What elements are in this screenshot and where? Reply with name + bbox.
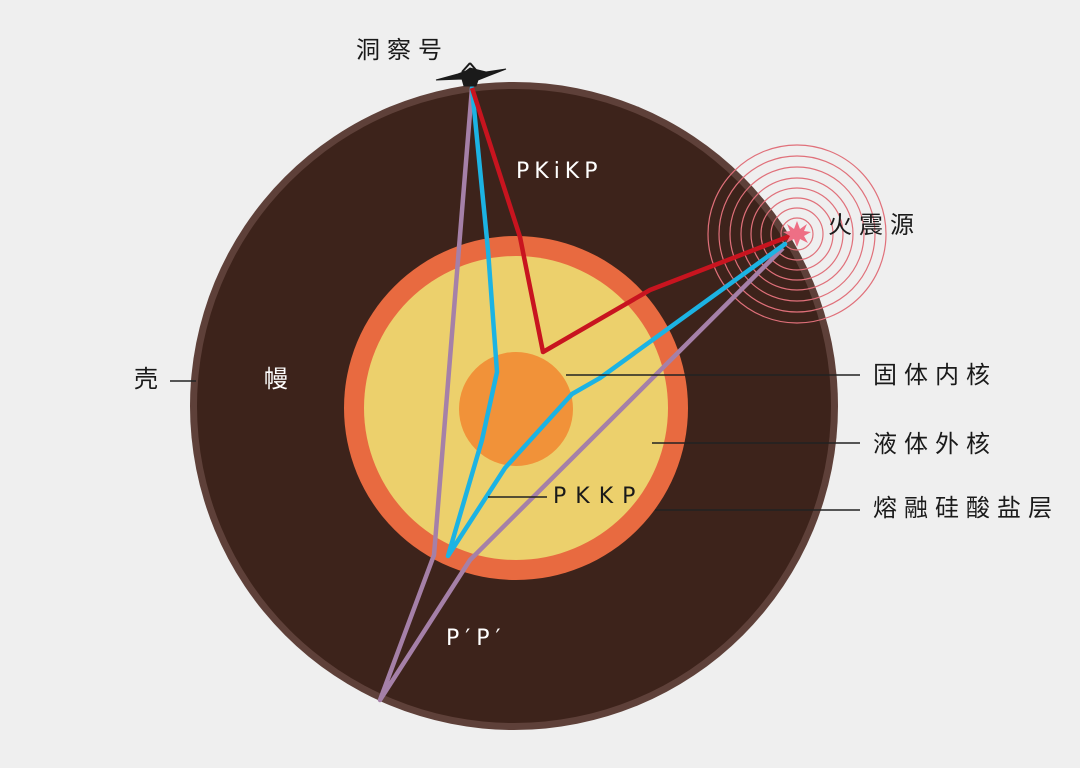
ray-path-pp bbox=[377, 87, 785, 703]
inner-core bbox=[459, 352, 573, 466]
outer-core-label: 液体外核 bbox=[873, 430, 997, 458]
pkkp-ray-label: PKKP bbox=[553, 484, 645, 509]
source-burst-icon bbox=[783, 221, 811, 247]
crust-label: 壳 bbox=[134, 365, 165, 393]
silicate-layer-label: 熔融硅酸盐层 bbox=[873, 494, 1059, 522]
source-label: 火震源 bbox=[828, 211, 921, 239]
mantle-label: 幔 bbox=[264, 365, 295, 393]
observer-label: 洞察号 bbox=[356, 36, 449, 64]
lander-icon bbox=[435, 62, 507, 87]
ray-path-pkkp bbox=[445, 85, 788, 559]
inner-core-label: 固体内核 bbox=[873, 361, 997, 389]
pp-ray-label: P′P′ bbox=[446, 626, 507, 651]
source-wave-rings bbox=[707, 144, 887, 324]
ray-path-pkikp bbox=[469, 87, 791, 355]
pkikp-ray-label: PKiKP bbox=[516, 159, 603, 184]
